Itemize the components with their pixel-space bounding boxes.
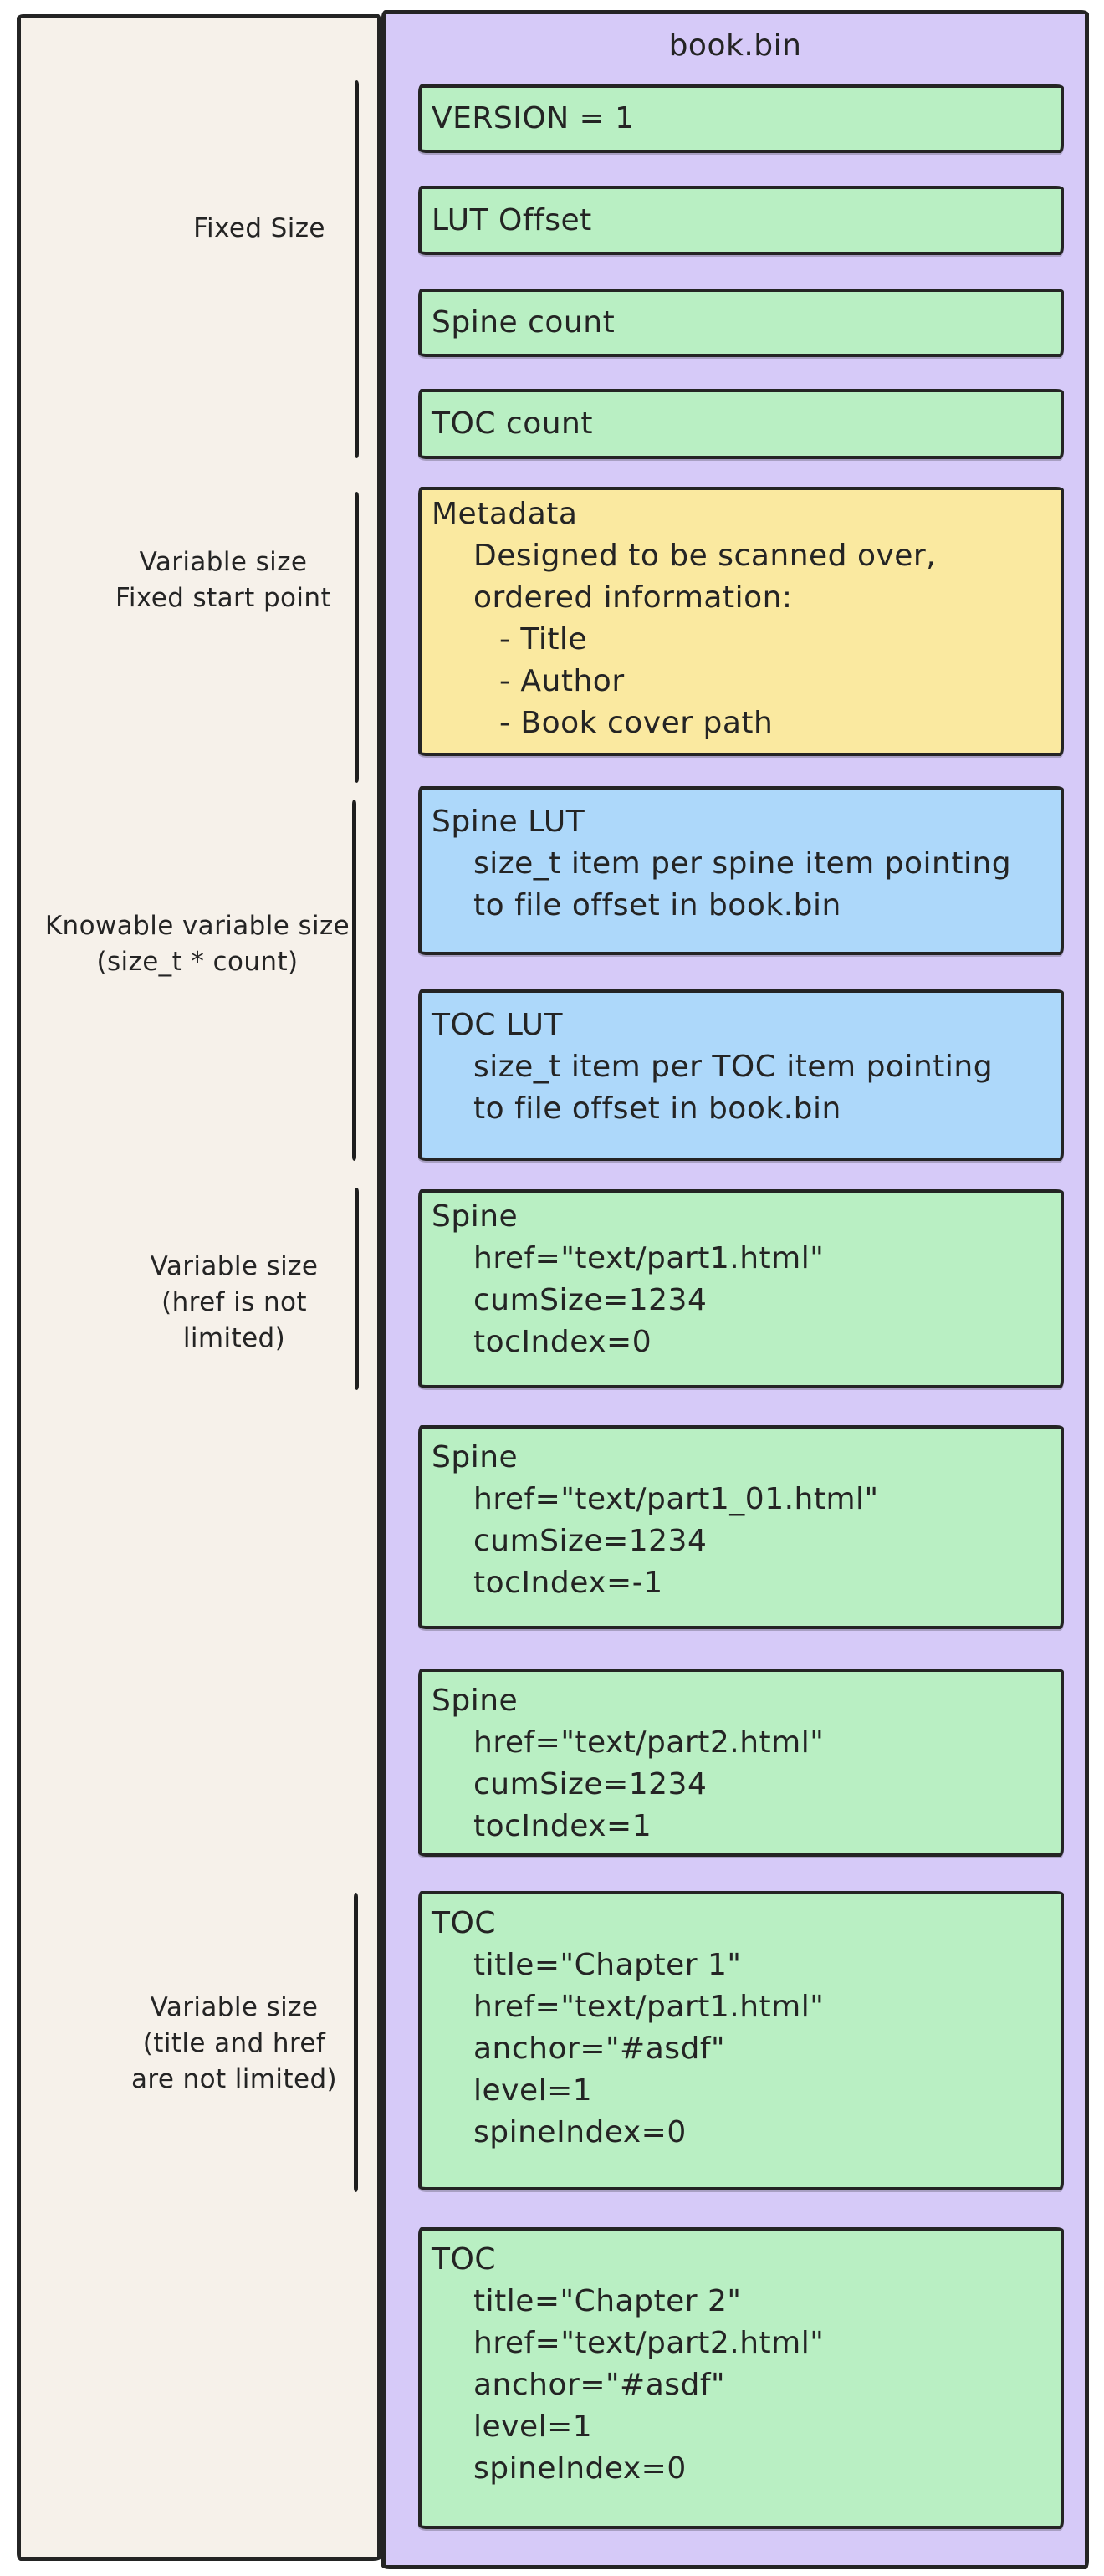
- box-line: href="text/part2.html": [473, 2326, 825, 2360]
- box-line: - Book cover path: [499, 706, 774, 740]
- label-line: (size_t * count): [96, 947, 299, 977]
- box-line: anchor="#asdf": [473, 2368, 726, 2402]
- box-line: TOC: [432, 2242, 496, 2277]
- bracket-variable-size-href: [355, 1188, 359, 1390]
- label-line: Fixed Size: [193, 213, 325, 243]
- box-line: anchor="#asdf": [473, 2032, 726, 2066]
- box-line: href="text/part2.html": [473, 1725, 825, 1760]
- label-line: Variable size: [139, 547, 308, 577]
- label-line: Variable size: [150, 1992, 319, 2022]
- annotation-panel: [17, 14, 381, 2561]
- spine-lut-box: Spine LUT size_t item per spine item poi…: [418, 786, 1064, 955]
- box-line: href="text/part1.html": [473, 1990, 825, 2024]
- box-line: Designed to be scanned over,: [473, 539, 937, 573]
- toc-box-1: TOC title="Chapter 1" href="text/part1.h…: [418, 1891, 1064, 2190]
- box-line: ordered information:: [473, 580, 793, 615]
- label-line: Variable size: [150, 1251, 319, 1281]
- box-line: href="text/part1_01.html": [473, 1482, 879, 1516]
- label-variable-size-href: Variable size (href is not limited): [59, 1249, 410, 1357]
- field-version: VERSION = 1: [418, 84, 1064, 153]
- box-line: size_t item per spine item pointing: [473, 846, 1012, 881]
- box-line: LUT Offset: [432, 202, 592, 238]
- label-line: limited): [182, 1323, 286, 1353]
- box-line: href="text/part1.html": [473, 1241, 825, 1275]
- label-variable-fixed-start: Variable size Fixed start point: [48, 544, 399, 616]
- file-title: book.bin: [668, 28, 802, 63]
- box-line: spineIndex=0: [473, 2451, 687, 2486]
- bracket-variable-fixed-start: [355, 492, 359, 783]
- box-line: spineIndex=0: [473, 2115, 687, 2149]
- label-line: are not limited): [130, 2064, 338, 2094]
- toc-box-2: TOC title="Chapter 2" href="text/part2.h…: [418, 2227, 1064, 2529]
- bracket-variable-size-title-href: [354, 1893, 358, 2192]
- label-line: (href is not: [161, 1287, 307, 1317]
- spine-box-3: Spine href="text/part2.html" cumSize=123…: [418, 1669, 1064, 1857]
- box-line: cumSize=1234: [473, 1524, 708, 1558]
- box-line: Spine: [432, 1684, 519, 1718]
- box-line: Spine: [432, 1199, 519, 1234]
- box-line: cumSize=1234: [473, 1283, 708, 1317]
- label-line: Knowable variable size: [44, 911, 350, 941]
- bracket-fixed-size: [355, 80, 359, 458]
- toc-lut-box: TOC LUT size_t item per TOC item pointin…: [418, 989, 1064, 1161]
- box-line: title="Chapter 2": [473, 2284, 742, 2318]
- box-line: tocIndex=1: [473, 1809, 652, 1843]
- box-line: Spine count: [432, 305, 616, 340]
- file-panel: book.bin VERSION = 1 LUT Offset Spine co…: [381, 10, 1089, 2569]
- field-toc-count: TOC count: [418, 389, 1064, 459]
- box-line: TOC LUT: [432, 1008, 564, 1042]
- box-line: size_t item per TOC item pointing: [473, 1050, 994, 1084]
- box-line: cumSize=1234: [473, 1767, 708, 1802]
- metadata-box: Metadata Designed to be scanned over, or…: [418, 487, 1064, 756]
- spine-box-1: Spine href="text/part1.html" cumSize=123…: [418, 1189, 1064, 1388]
- box-line: to file offset in book.bin: [473, 1091, 841, 1126]
- box-line: level=1: [473, 2073, 593, 2108]
- box-line: - Author: [499, 664, 625, 698]
- box-line: TOC count: [432, 406, 593, 441]
- label-fixed-size: Fixed Size: [84, 211, 435, 247]
- field-spine-count: Spine count: [418, 289, 1064, 357]
- box-line: - Title: [499, 622, 588, 657]
- label-line: (title and href: [142, 2028, 326, 2058]
- bracket-knowable-variable-size: [352, 800, 356, 1161]
- box-line: VERSION = 1: [432, 101, 635, 135]
- spine-box-2: Spine href="text/part1_01.html" cumSize=…: [418, 1425, 1064, 1629]
- box-line: title="Chapter 1": [473, 1948, 742, 1982]
- box-line: Spine: [432, 1440, 519, 1475]
- box-line: tocIndex=-1: [473, 1566, 663, 1600]
- label-variable-size-title-href: Variable size (title and href are not li…: [59, 1990, 410, 2098]
- label-knowable-variable-size: Knowable variable size (size_t * count): [22, 908, 373, 980]
- box-line: level=1: [473, 2410, 593, 2444]
- label-line: Fixed start point: [115, 583, 332, 613]
- field-lut-offset: LUT Offset: [418, 186, 1064, 255]
- box-line: Metadata: [432, 497, 578, 531]
- box-line: TOC: [432, 1906, 496, 1940]
- box-line: Spine LUT: [432, 805, 585, 839]
- box-line: to file offset in book.bin: [473, 888, 841, 923]
- box-line: tocIndex=0: [473, 1325, 652, 1359]
